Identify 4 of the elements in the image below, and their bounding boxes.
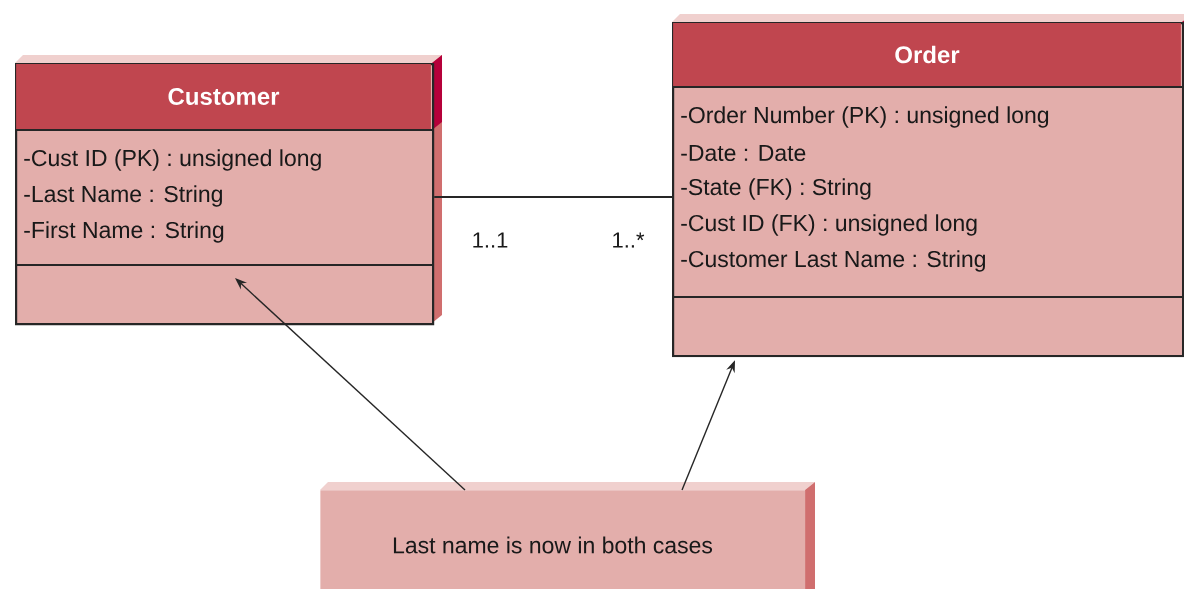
association-line — [433, 196, 673, 198]
leader-arrow — [235, 278, 466, 491]
multiplicity-label: 1..* — [613, 232, 645, 248]
multiplicity-label: 1..1 — [473, 232, 508, 248]
